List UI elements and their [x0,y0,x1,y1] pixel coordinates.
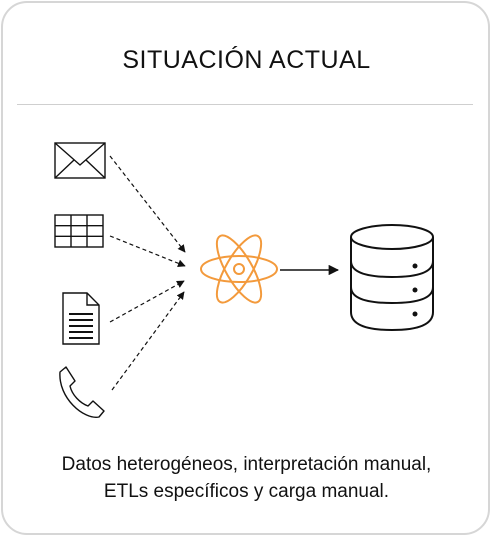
phone-icon [59,366,105,418]
title-divider [17,104,473,105]
document-icon [62,292,100,345]
envelope-icon [54,142,106,179]
table-icon [54,214,104,248]
atom-icon [200,234,278,304]
caption: Datos heterogéneos, interpretación manua… [0,451,493,505]
caption-line-2: ETLs específicos y carga manual. [103,481,390,502]
input-arrows [109,155,186,391]
caption-line-1: Datos heterogéneos, interpretación manua… [61,454,432,475]
card-title: SITUACIÓN ACTUAL [122,46,371,74]
database-icon [350,224,434,332]
